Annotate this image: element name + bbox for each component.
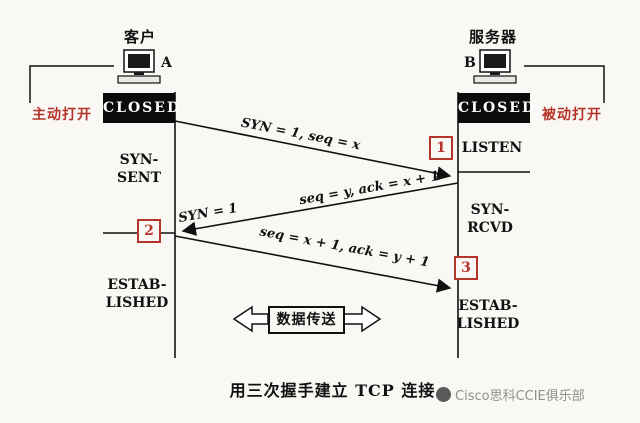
client-title: 客户 (123, 28, 156, 46)
data-transfer-label: 数据传送 (268, 306, 345, 334)
data-transfer-right-arrow-icon (341, 305, 382, 333)
step-1-badge: 1 (429, 136, 453, 160)
watermark: Cisco思科CCIE俱乐部 (436, 385, 585, 404)
watermark-logo-icon (436, 387, 451, 402)
server-state-listen: LISTEN (461, 140, 523, 156)
server-letter: B (464, 55, 476, 71)
syn-arrow (174, 120, 452, 181)
data-transfer-left-arrow-icon (232, 305, 269, 333)
step-3-badge: 3 (454, 256, 478, 280)
server-state-established: ESTAB- LISHED (456, 298, 520, 332)
ack-arrow (174, 235, 452, 293)
step-2-badge: 2 (137, 219, 161, 243)
passive-open-label: 被动打开 (536, 103, 608, 125)
active-open-label: 主动打开 (26, 103, 98, 125)
client-computer-icon (117, 49, 161, 84)
client-state-established: ESTAB- LISHED (105, 277, 169, 311)
client-letter: A (161, 55, 172, 71)
client-state-syn-sent: SYN- SENT (117, 152, 161, 186)
diagram-caption: 用三次握手建立 TCP 连接 (229, 381, 436, 400)
client-state-closed: CLOSED (103, 93, 179, 123)
watermark-text: Cisco思科CCIE俱乐部 (455, 389, 585, 404)
server-state-syn-rcvd: SYN- RCVD (467, 202, 513, 236)
synack-arrow (181, 182, 459, 236)
server-computer-icon (473, 49, 517, 84)
server-title: 服务器 (468, 28, 517, 46)
server-state-closed: CLOSED (458, 93, 534, 123)
